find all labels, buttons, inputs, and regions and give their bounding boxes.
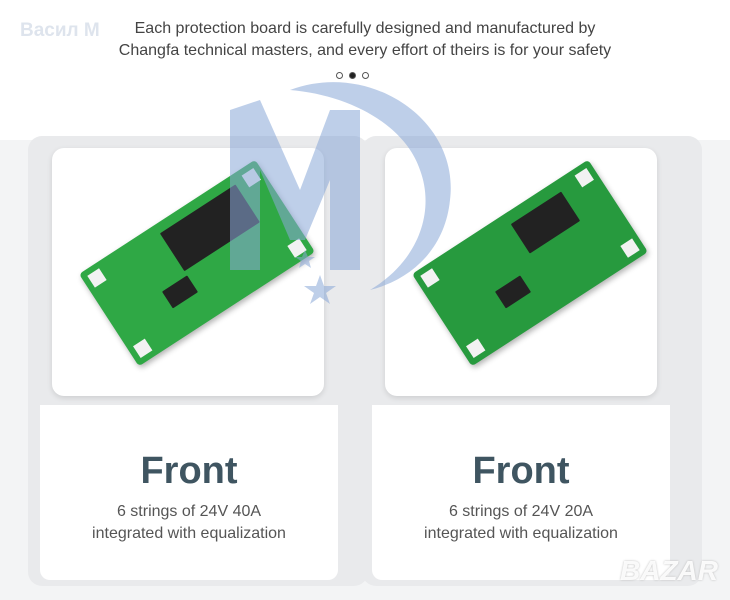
subtitle: Each protection board is carefully desig…	[0, 18, 730, 62]
subtitle-line-1: Each protection board is carefully desig…	[134, 20, 596, 37]
carousel-dot[interactable]	[362, 72, 369, 79]
product-feature: integrated with equalization	[424, 525, 618, 542]
product-spec: 6 strings of 24V 40A	[116, 503, 262, 520]
product-info-2: Front 6 strings of 24V 20A integrated wi…	[372, 405, 670, 580]
pcb-board-image	[78, 159, 316, 367]
carousel-dots	[336, 72, 369, 79]
product-title: Front	[472, 450, 570, 492]
carousel-dot-active[interactable]	[349, 72, 356, 79]
subtitle-line-2: Changfa technical masters, and every eff…	[118, 42, 612, 59]
product-description: 6 strings of 24V 20A integrated with equ…	[372, 501, 670, 545]
carousel-dot[interactable]	[336, 72, 343, 79]
bazar-logo: BAZAR	[620, 555, 718, 586]
watermark: Васил М	[20, 20, 100, 41]
product-feature: integrated with equalization	[92, 525, 286, 542]
product-info-1: Front 6 strings of 24V 40A integrated wi…	[40, 405, 338, 580]
product-title: Front	[140, 450, 238, 492]
product-description: 6 strings of 24V 40A integrated with equ…	[40, 501, 338, 545]
product-image-2	[385, 148, 657, 396]
pcb-board-image	[411, 159, 649, 367]
product-spec: 6 strings of 24V 20A	[448, 503, 594, 520]
product-image-1	[52, 148, 324, 396]
